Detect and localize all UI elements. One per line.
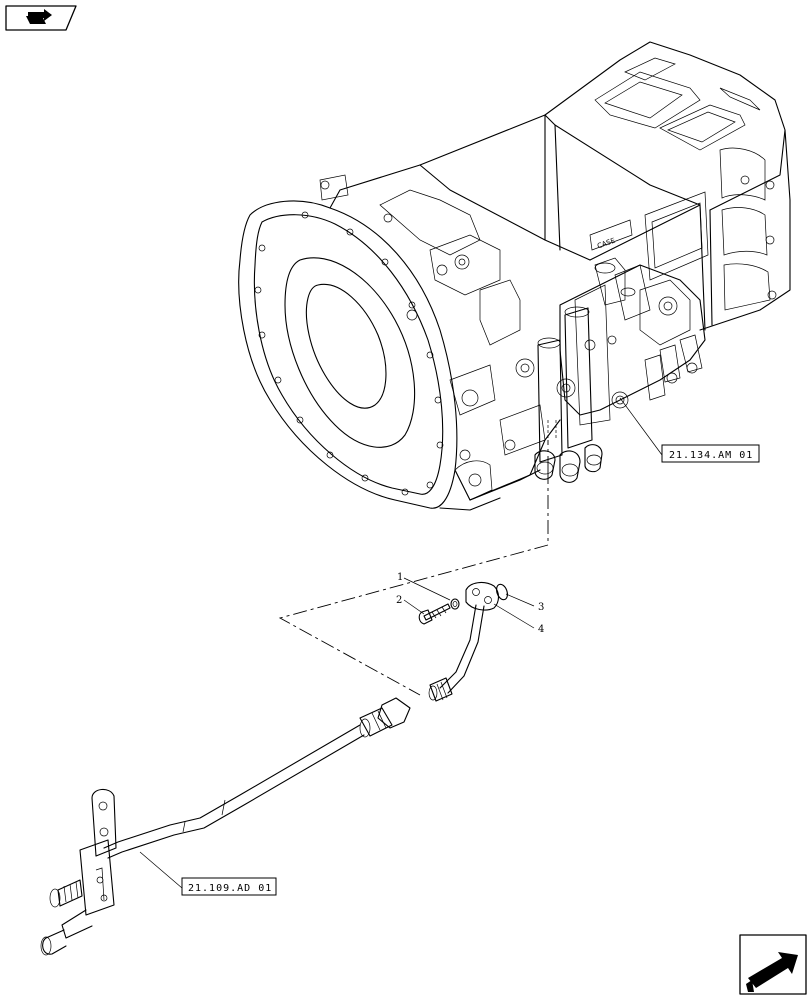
- assembly-lines: [278, 440, 549, 696]
- callout-3[interactable]: 3: [505, 593, 544, 613]
- svg-text:21.134.AM 01: 21.134.AM 01: [669, 450, 753, 461]
- transmission-housing: CASE: [238, 41, 791, 511]
- svg-text:1: 1: [397, 572, 403, 583]
- reference-link-pipe[interactable]: 21.109.AD 01: [139, 851, 277, 896]
- bolt-part-2[interactable]: [418, 603, 451, 625]
- svg-text:21.109.AD 01: 21.109.AD 01: [188, 883, 272, 894]
- o-ring-part-3[interactable]: [495, 583, 510, 601]
- hydraulic-valve-block: [534, 257, 706, 483]
- seal-washer-part-1[interactable]: [450, 598, 460, 610]
- callout-1[interactable]: 1: [397, 572, 451, 601]
- callout-4[interactable]: 4: [493, 603, 544, 635]
- flanged-pipe-part-4[interactable]: [428, 581, 500, 702]
- svg-text:2: 2: [396, 595, 402, 606]
- next-page-arrow-icon[interactable]: [739, 934, 807, 995]
- svg-text:3: 3: [538, 602, 544, 613]
- pipe-assembly: [40, 697, 411, 956]
- reference-link-valve[interactable]: 21.134.AM 01: [619, 397, 760, 463]
- svg-text:4: 4: [538, 624, 544, 635]
- callout-2[interactable]: 2: [396, 595, 425, 615]
- book-arrow-icon[interactable]: [5, 5, 77, 31]
